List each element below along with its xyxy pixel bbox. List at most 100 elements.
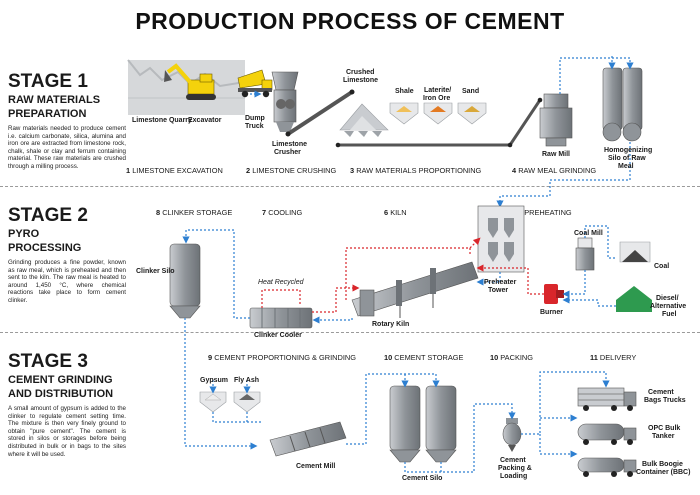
stage-1-name-line-1: RAW MATERIALS [8,94,101,106]
limestone-feeders [344,131,382,137]
label-clinker-silo: Clinker Silo [136,268,175,275]
raw-mill-icon [539,93,573,147]
opc-bulk-tanker-icon [577,423,637,445]
stage-3-name-line-2: AND DISTRIBUTION [8,388,114,400]
flow-preheater-to-kiln [476,272,501,286]
coal-pile-icon [619,241,651,263]
flow-packing-to-trucks [521,371,610,435]
label-crushed-limestone-2: Limestone [343,77,378,84]
label-dump-truck-1: Dump [245,115,265,122]
step-10-packing: 10 PACKING [490,353,533,362]
stage-1-panel: STAGE 1 RAW MATERIALS PREPARATION Raw ma… [8,72,126,171]
stage-2-panel: STAGE 2 PYRO PROCESSING Grinding produce… [8,206,126,305]
flow-mill-to-cement-silo [346,373,440,445]
limestone-quarry-rock [128,60,245,115]
flow-heat-to-preheater [345,247,471,300]
preheater-tower-icon [477,205,525,273]
flow-silo-to-packing [404,403,516,473]
shale-bin [389,102,419,125]
page-title: PRODUCTION PROCESS OF CEMENT [135,8,565,34]
label-homogenizing-silo-3: Meal [618,163,634,170]
sand-bin [457,102,487,125]
stage-1-scene [127,56,643,208]
label-opc-bulk-tanker-1: OPC Bulk [648,425,680,432]
stage-3-name-line-1: CEMENT GRINDING [8,374,113,386]
label-sand: Sand [462,88,479,95]
label-homogenizing-silo-2: Silo of Raw [608,155,646,162]
stage-separator-2 [0,332,700,333]
label-coal-mill: Coal Mill [574,230,603,237]
laterite-bin [423,102,453,125]
label-fly-ash: Fly Ash [234,377,259,384]
stage-3-number: STAGE 3 [8,351,88,372]
stage-1-description: Raw materials needed to produce cement i… [8,125,126,170]
flow-cooler-to-silo [182,229,250,319]
label-coal: Coal [654,263,669,270]
burner-icon [544,284,564,304]
stage-2-name-line-1: PYRO [8,228,40,240]
label-heat-recycled: Heat Recycled [258,279,305,286]
stage-2-description: Grinding produces a fine powder, known a… [8,259,126,304]
stage-3-panel: STAGE 3 CEMENT GRINDING AND DISTRIBUTION… [8,352,126,458]
label-raw-mill: Raw Mill [542,151,570,158]
stage-2-number: STAGE 2 [8,205,88,226]
cement-bags-truck-icon [577,387,637,411]
step-1: 1 LIMESTONE EXCAVATION [126,166,223,175]
step-8: 8 CLINKER STORAGE [156,208,232,217]
stage-3-scene [199,371,637,477]
flow-raw-mill-to-silo [559,57,634,94]
homogenizing-silo-icon [602,67,643,142]
label-dump-truck-2: Truck [245,123,264,130]
dump-truck-icon [237,69,273,98]
diesel-fuel-icon [616,286,652,312]
stage-2-name-line-2: PROCESSING [8,242,82,254]
flow-cooler-heat-to-kiln [312,284,360,313]
label-laterite-1: Laterite/ [424,87,451,94]
step-9: 9 CEMENT PROPORTIONING & GRINDING [208,353,356,362]
label-cement-mill: Cement Mill [296,463,335,470]
label-preheater-tower-1: Preheater [484,279,517,286]
stage-2-scene [169,205,652,450]
label-cement-silo: Cement Silo [402,475,442,482]
coal-mill-icon [575,237,595,271]
label-bulk-boogie-1: Bulk Boogie [642,461,683,468]
label-shale: Shale [395,88,414,95]
step-3: 3 RAW MATERIALS PROPORTIONING [350,166,482,175]
label-rotary-kiln: Rotary Kiln [372,321,409,328]
flow-fuel-to-burner [562,296,616,307]
label-diesel-3: Fuel [662,311,676,318]
rotary-kiln-icon [351,261,479,318]
cement-mill-icon [269,421,347,457]
label-excavator: Excavator [188,117,222,124]
step-10-storage: 10 CEMENT STORAGE [384,353,463,362]
excavator-icon [164,63,216,100]
label-crushed-limestone-1: Crushed [346,69,374,76]
label-gypsum: Gypsum [200,377,228,384]
cement-packing-icon [502,418,522,452]
gypsum-bin-icon [199,391,227,413]
label-clinker-cooler: Clinker Cooler [254,332,302,339]
flow-coal-to-mill [584,225,616,259]
step-11: 11 DELIVERY [590,353,636,362]
flow-heat-recycled-loop [261,289,301,308]
label-burner: Burner [540,309,563,316]
flow-silo-to-preheater [496,142,631,208]
label-limestone-crusher-2: Crusher [274,149,301,156]
flow-kiln-to-cooler [312,316,353,324]
label-diesel-2: Alternative [650,303,686,310]
stage-separator-1 [0,186,700,187]
step-5: 5 PREHEATING [518,208,572,217]
step-6: 6 KILN [384,208,407,217]
stage-3-description: A small amount of gypsum is added to the… [8,405,126,458]
flow-coal-mill-to-burner [562,270,586,298]
step-2: 2 LIMESTONE CRUSHING [246,166,336,175]
label-cement-packing-2: Packing & [498,465,532,472]
flow-burner-to-kiln [476,264,544,295]
label-cement-packing-3: Loading [500,473,527,480]
stage-1-name-line-2: PREPARATION [8,108,87,120]
label-cement-packing-1: Cement [500,457,526,464]
clinker-silo-icon [169,243,201,319]
label-laterite-2: Iron Ore [423,95,450,102]
step-4: 4 RAW MEAL GRINDING [512,166,596,175]
